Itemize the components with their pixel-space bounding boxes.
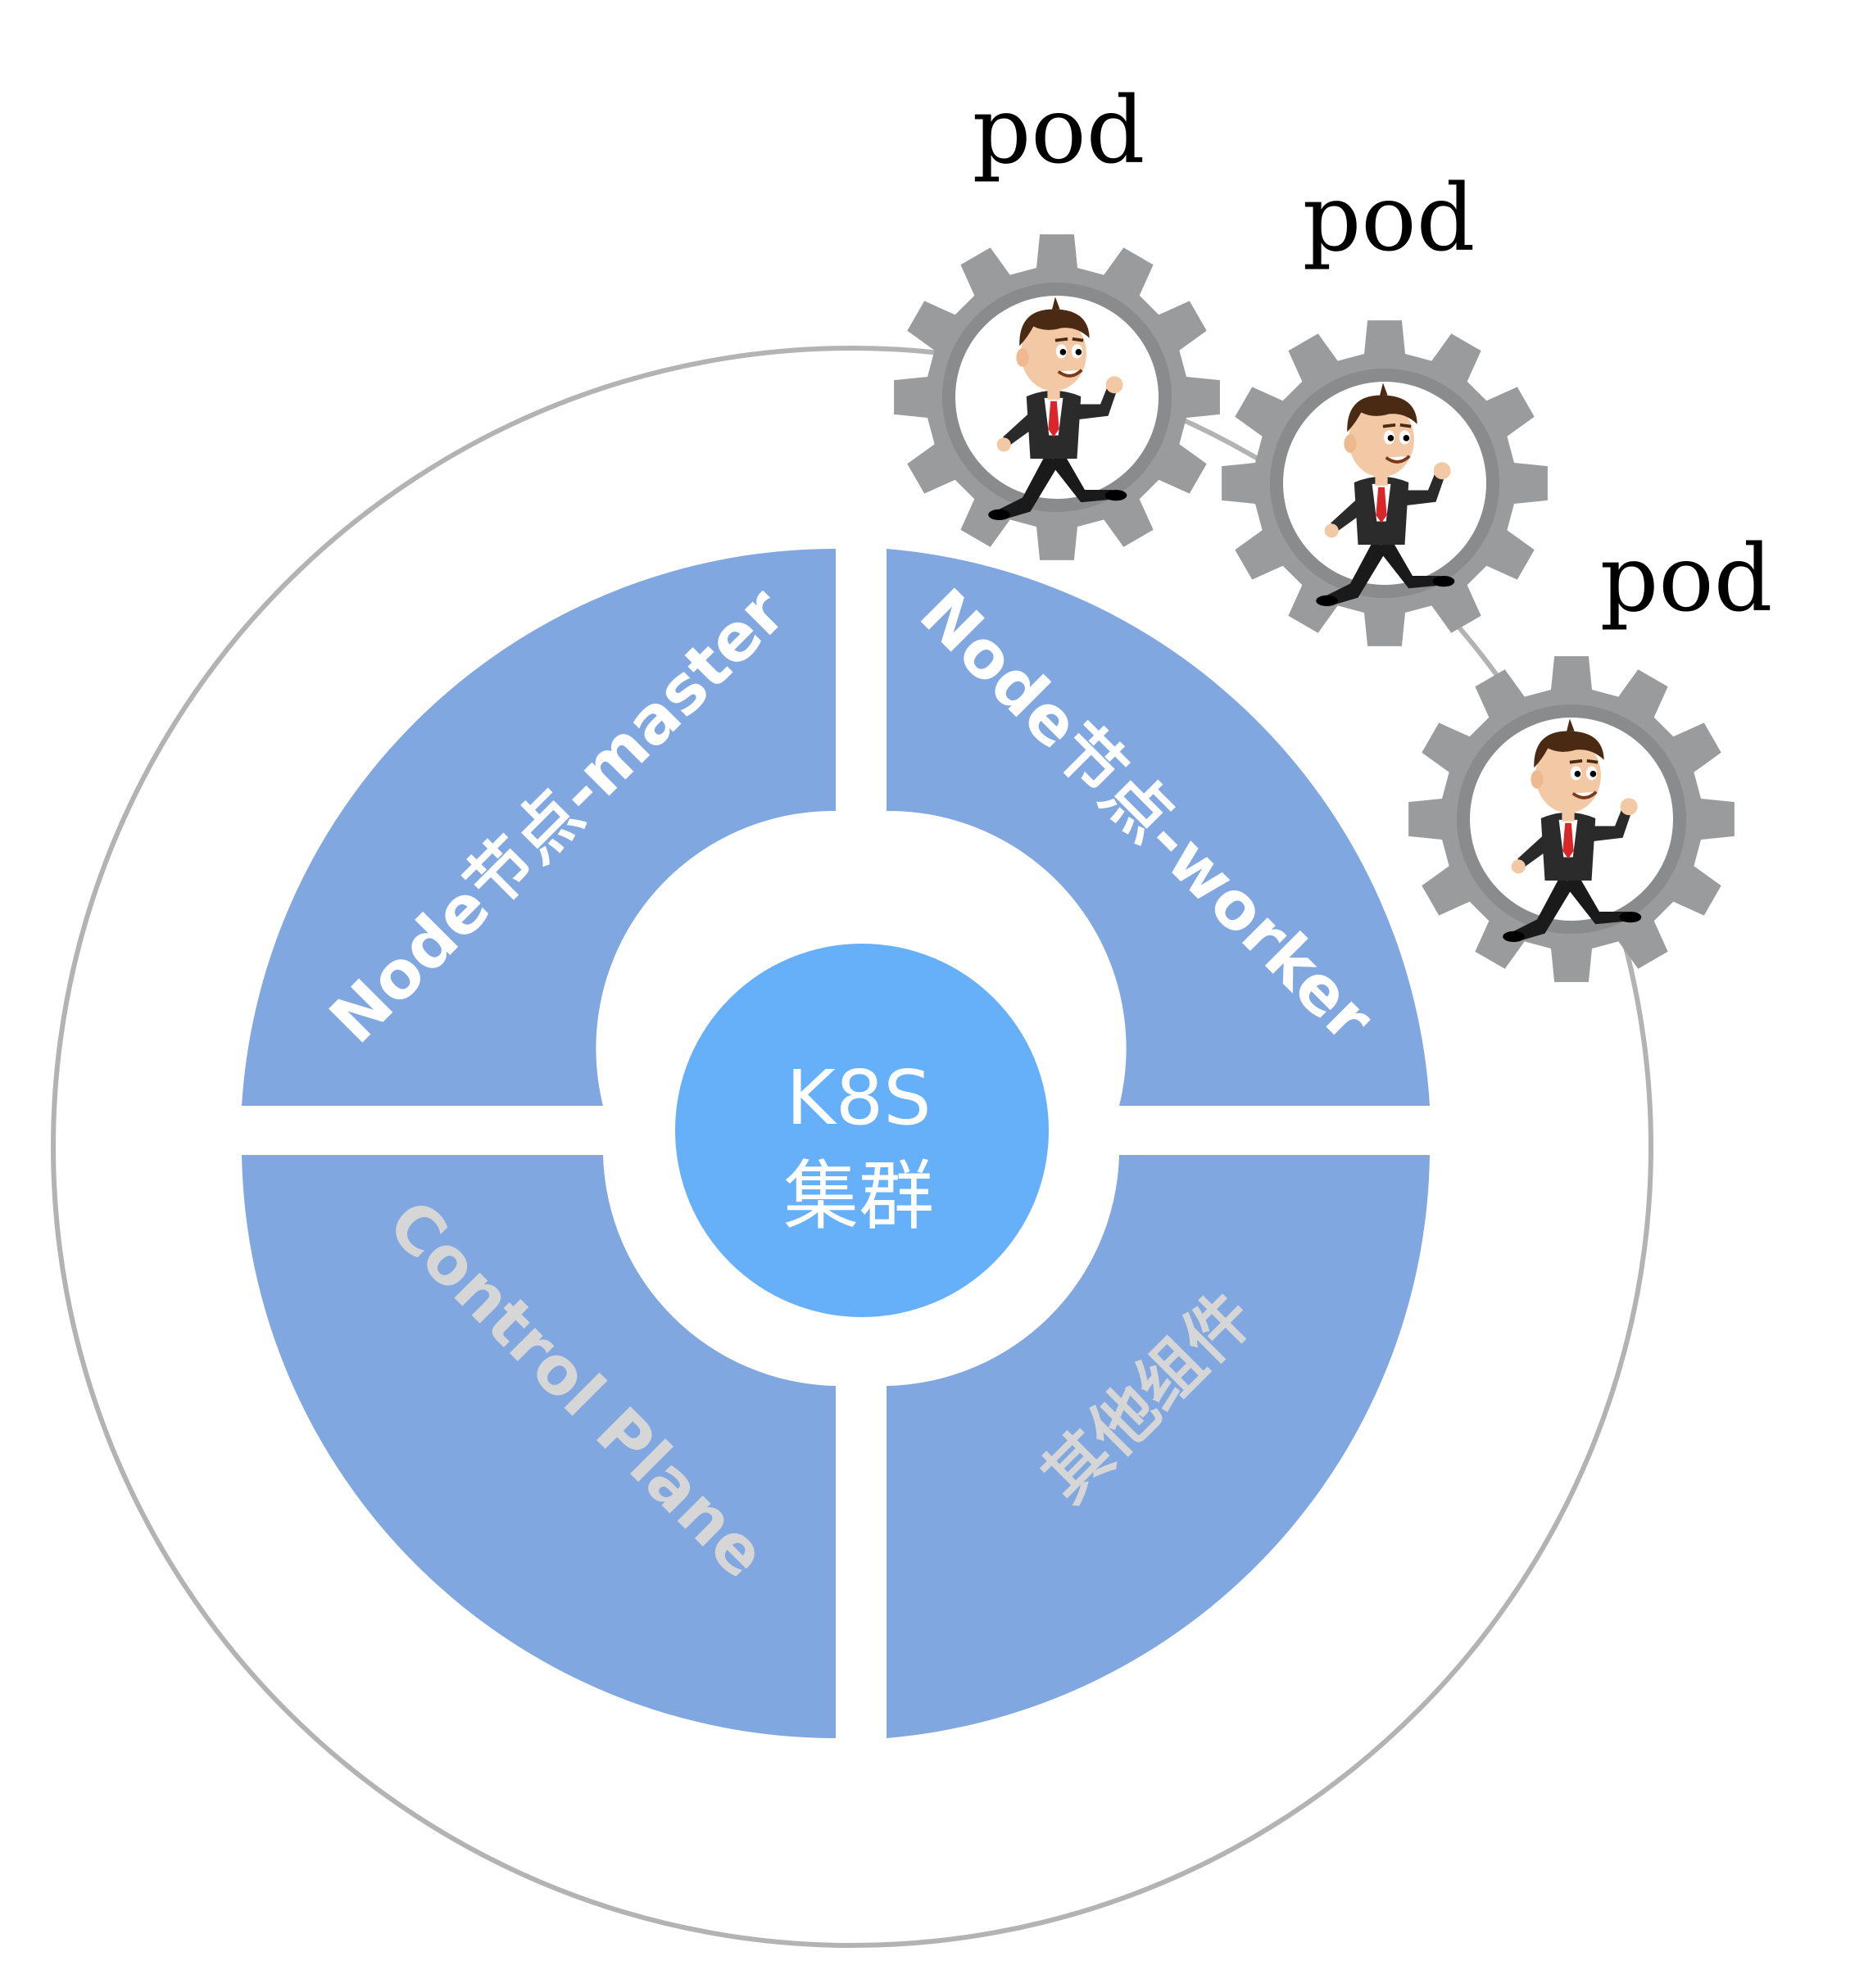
quadrant-bottom-left xyxy=(242,1155,836,1738)
outer-ring xyxy=(51,346,1653,1948)
pod-label: pod xyxy=(1600,526,1773,632)
pod-label: pod xyxy=(1303,165,1476,272)
center-label-k8s: K8S xyxy=(786,1054,931,1142)
pods xyxy=(894,234,1735,982)
quadrant-top-left xyxy=(242,548,836,1106)
center-label-cluster: 集群 xyxy=(783,1152,934,1240)
quadrant-top-right xyxy=(887,549,1430,1106)
center-circle xyxy=(675,944,1049,1317)
pod-gear xyxy=(1222,320,1548,646)
pod-label: pod xyxy=(973,78,1145,184)
pod-gear xyxy=(894,234,1220,560)
quadrant-bottom-right xyxy=(887,1155,1430,1738)
pod-gear xyxy=(1408,656,1735,982)
quadrants xyxy=(242,548,1430,1738)
